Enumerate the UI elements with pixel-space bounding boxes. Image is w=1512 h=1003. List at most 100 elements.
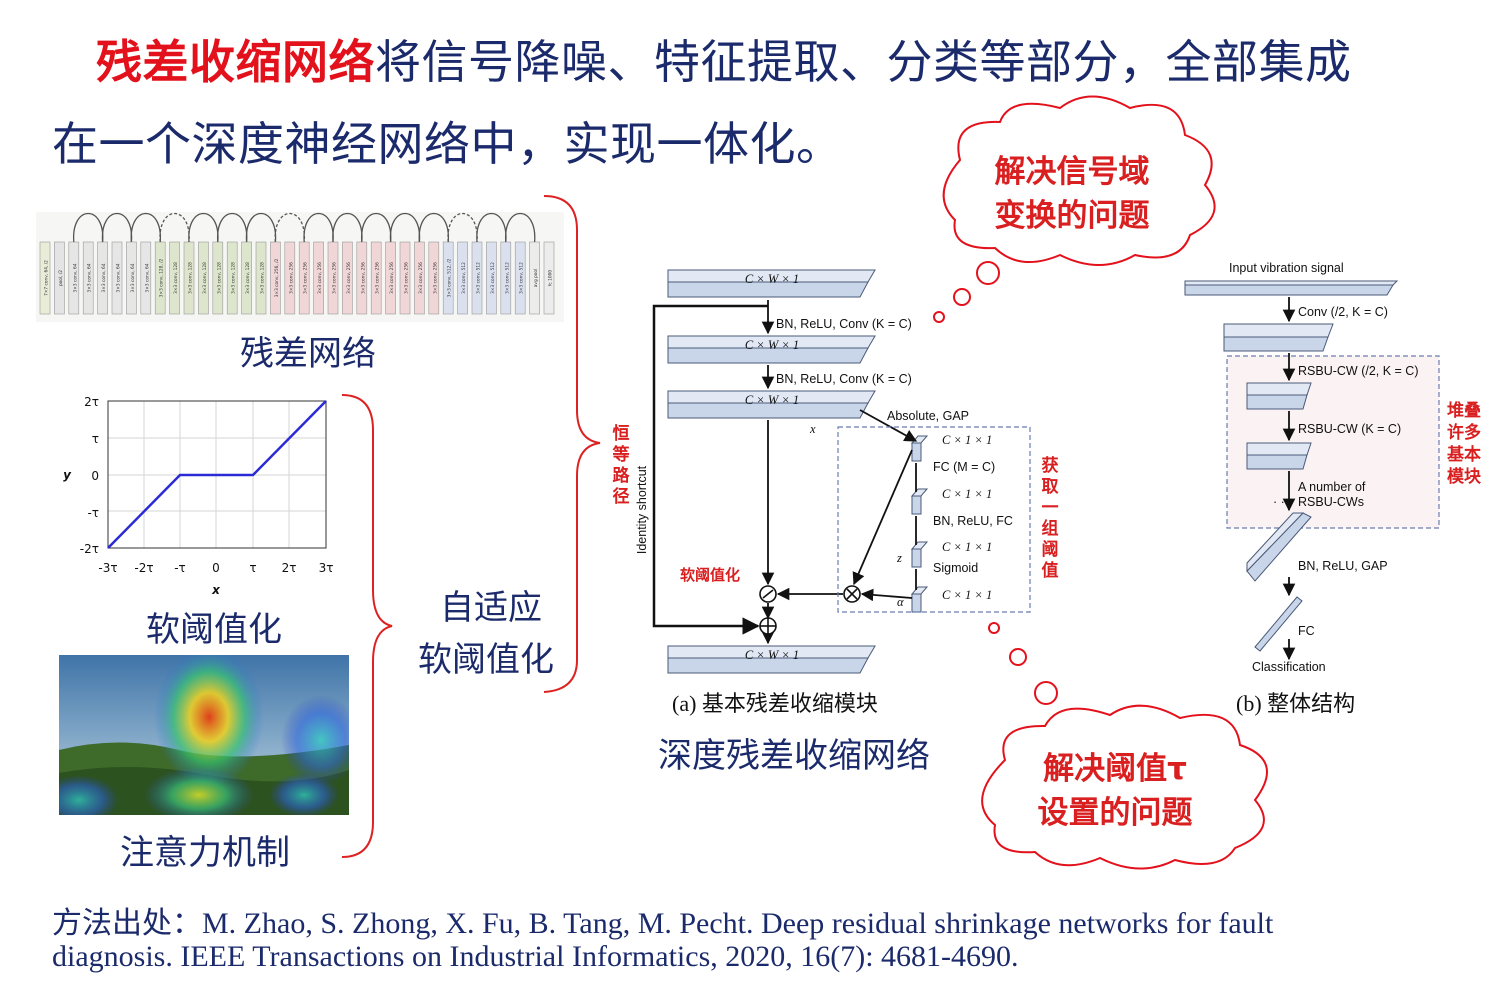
resnet-layer-label: 3×3 conv, 256 xyxy=(360,262,366,294)
op-label: BN, ReLU, Conv (K = C) xyxy=(776,317,912,331)
resnet-layer-label: 3×3 conv, 128 xyxy=(202,262,208,294)
resnet-layer-block xyxy=(428,241,440,315)
resnet-layer-label: 3×3 conv, 512 xyxy=(504,262,510,294)
resnet-layer-label: 3×3 conv, 256 xyxy=(375,262,381,294)
x-label: x xyxy=(809,422,816,436)
op-label: FC (M = C) xyxy=(933,460,995,474)
resnet-layer-label: 3×3 conv, 64 xyxy=(116,263,122,292)
output-label: Classification xyxy=(1252,660,1326,674)
op-label: RSBU-CW (K = C) xyxy=(1298,422,1401,436)
resnet-skip-connection xyxy=(505,213,536,243)
c11-label: C × 1 × 1 xyxy=(942,540,992,554)
resnet-layer-label: 3×3 conv, 512 xyxy=(490,262,496,294)
xtick-label: 2τ xyxy=(282,561,297,575)
op-label: RSBU-CW (/2, K = C) xyxy=(1298,364,1419,378)
resnet-layer-block xyxy=(370,241,382,315)
residual-network-caption: 残差网络 xyxy=(240,334,376,374)
op-label: A number of xyxy=(1298,480,1366,494)
resnet-layer-label: 3×3 conv, 128, /2 xyxy=(159,258,165,297)
resnet-layer-label: 3×3 conv, 128 xyxy=(260,262,266,294)
resnet-layer-label: 3×3 conv, 128 xyxy=(231,262,237,294)
resnet-layer-block xyxy=(255,241,267,315)
resnet-layer-label: 7×7 conv, 64, /2 xyxy=(44,260,50,296)
stack-blocks-label: 堆叠许多基本模块 xyxy=(1447,401,1481,487)
get-threshold-text: 获取一组阈值 xyxy=(1041,456,1059,581)
resnet-layer-label: fc 1000 xyxy=(548,270,554,286)
soft-threshold-curve xyxy=(107,400,327,549)
structure-blocks xyxy=(1184,280,1399,652)
title-highlight: 残差收缩网络 xyxy=(96,35,375,89)
soft-threshold-label: 软阈值化 xyxy=(680,566,740,584)
resnet-layer-block xyxy=(140,241,152,315)
resnet-layer-label: 3×3 conv, 128 xyxy=(216,262,222,294)
resnet-layer-label: 3×3 conv, 64 xyxy=(130,263,136,292)
resnet-layer-label: 3×3 conv, 256 xyxy=(418,262,424,294)
operation-nodes xyxy=(759,585,861,635)
resnet-layer-label: 3×3 conv, 512, /2 xyxy=(447,258,453,297)
resnet-layer-block xyxy=(457,241,468,315)
identity-shortcut-label: Identity shortcut xyxy=(635,465,649,554)
main-arrows xyxy=(652,300,918,645)
resnet-layer-label: 3×3 conv, 128 xyxy=(173,262,179,294)
resnet-layer-label: 3×3 conv, 256 xyxy=(303,262,309,294)
xtick-label: τ xyxy=(249,561,256,575)
resnet-layer-label: 3×3 conv, 512 xyxy=(476,262,482,294)
block-label: C × W × 1 xyxy=(745,393,799,407)
overall-structure-diagram: Input vibration signal Conv (/2, K = C) … xyxy=(1184,261,1440,674)
identity-path-label: 恒等路径 xyxy=(611,424,631,508)
resnet-layer-block xyxy=(198,241,209,315)
adaptive-label-line-2: 软阈值化 xyxy=(418,640,554,680)
ytick-label: 0 xyxy=(91,469,99,483)
resnet-layer-label: 3×3 conv, 512 xyxy=(461,262,467,294)
resnet-layer-label: 3×3 conv, 256 xyxy=(288,262,294,294)
resnet-layer-block xyxy=(514,241,526,315)
op-label: RSBU-CWs xyxy=(1298,495,1364,509)
resnet-arcs xyxy=(73,213,536,243)
x-axis-label: x xyxy=(211,583,221,597)
resnet-layer-label: 3×3 conv, 256 xyxy=(432,262,438,294)
block-label: C × W × 1 xyxy=(745,338,799,352)
xtick-label: -2τ xyxy=(134,561,153,575)
op-label: BN, ReLU, FC xyxy=(933,514,1013,528)
resnet-layer-label: 3×3 conv, 256 xyxy=(332,262,338,294)
citation-line-2: diagnosis. IEEE Transactions on Industri… xyxy=(52,940,1019,973)
xtick-label: -3τ xyxy=(98,561,117,575)
bubble-bottom-line-2: 设置的问题 xyxy=(1037,795,1193,831)
rsbu-diagram: C × W × 1 C × W × 1 C × W × 1 C × W × 1 … xyxy=(635,269,1031,674)
bubble-bottom-text: 解决阈值τ 设置的问题 xyxy=(1025,747,1205,835)
alpha-label: α xyxy=(897,595,904,609)
resnet-layer-block xyxy=(529,241,540,315)
resnet-layer-label: 3×3 conv, 256 xyxy=(346,262,352,294)
ytick-label: -2τ xyxy=(80,542,99,556)
resnet-layer-block xyxy=(342,241,353,315)
bubble-top-text: 解决信号域 变换的问题 xyxy=(982,150,1162,238)
plot-frame xyxy=(107,400,327,549)
resnet-layer-label: 3×3 conv, 64 xyxy=(72,263,78,292)
resnet-layer-block xyxy=(313,241,324,315)
ytick-label: 2τ xyxy=(84,395,99,409)
z-label: z xyxy=(896,551,902,565)
xtick-label: -τ xyxy=(174,561,186,575)
resnet-layer-label: 3×3 conv, 256 xyxy=(317,262,323,294)
bubble-top-line-2: 变换的问题 xyxy=(994,198,1150,234)
diagram-a-caption: (a) 基本残差收缩模块 xyxy=(672,691,878,716)
resnet-layer-block xyxy=(111,241,123,315)
c11-label: C × 1 × 1 xyxy=(942,433,992,447)
identity-path-text: 恒等路径 xyxy=(612,424,630,507)
xtick-label: 0 xyxy=(212,561,220,575)
soft-threshold-plot: 2τ τ 0 -τ -2τ -3τ -2τ -τ 0 τ 2τ 3τ x y xyxy=(63,395,334,597)
resnet-layer-block xyxy=(54,241,65,315)
resnet-layer-block xyxy=(399,241,411,315)
title-line-1-rest: 将信号降噪、特征提取、分类等部分，全部集成 xyxy=(375,35,1352,89)
bubble-bottom-line-1: 解决阈值τ xyxy=(1043,751,1187,787)
resnet-layer-block xyxy=(82,241,94,315)
c11-label: C × 1 × 1 xyxy=(942,588,992,602)
soft-threshold-caption: 软阈值化 xyxy=(146,610,282,650)
op-label: Sigmoid xyxy=(933,561,978,575)
resnet-layer-label: 3×3 conv, 256 xyxy=(404,262,410,294)
xtick-label: 3τ xyxy=(319,561,334,575)
ytick-label: τ xyxy=(92,432,99,446)
adaptive-label-line-1: 自适应 xyxy=(440,588,542,628)
